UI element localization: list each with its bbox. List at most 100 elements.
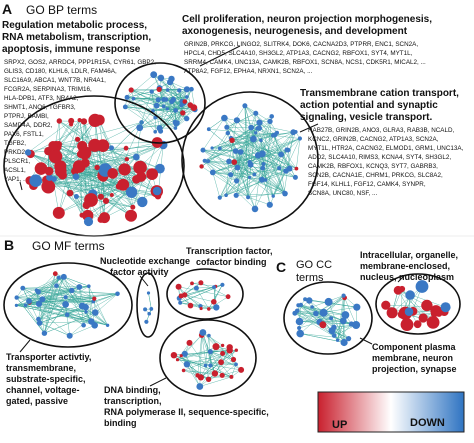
connector-line xyxy=(359,337,373,345)
network-edge xyxy=(36,289,95,299)
network-edge xyxy=(300,333,349,339)
network-edge xyxy=(103,177,105,218)
network-node xyxy=(415,280,429,293)
network-node xyxy=(285,147,291,153)
network-node xyxy=(225,294,231,300)
network-node xyxy=(39,296,46,303)
network-node xyxy=(76,150,85,158)
gene-line: SAMD4A, DDR2, xyxy=(4,122,53,129)
gene-line: PAX6, FSTL1, xyxy=(4,131,44,138)
label-line: projection, synapse xyxy=(372,364,457,374)
network-node xyxy=(206,159,211,164)
network-node xyxy=(153,130,157,134)
network-node xyxy=(63,295,68,300)
network-node xyxy=(341,311,350,319)
gene-line: KCNC2, GRIN2B, CACNG2, ATP1A3, SCN2A, xyxy=(308,136,439,143)
network-node xyxy=(178,300,183,305)
gene-line: ACSL1, xyxy=(4,167,26,174)
network-node xyxy=(426,316,440,329)
network-node xyxy=(225,130,230,136)
network-node xyxy=(182,292,188,298)
gene-line: SRPX2, GOS2, ARRDC4, PPP1R15A, CYR61, GB… xyxy=(4,59,156,66)
network-node xyxy=(242,103,248,109)
network-node xyxy=(206,127,211,132)
gene-line: SHMT1, ANO6, TGFBR3, xyxy=(4,104,76,111)
network-edge xyxy=(244,105,249,198)
network-edge xyxy=(236,193,286,196)
network-edge xyxy=(36,285,57,291)
network-edge xyxy=(38,293,118,320)
network-node xyxy=(339,317,347,325)
network-node xyxy=(295,308,300,314)
network-node xyxy=(341,293,346,298)
network-node xyxy=(52,206,65,219)
network-node xyxy=(51,176,57,182)
network-edge xyxy=(220,350,237,363)
network-node xyxy=(246,195,251,200)
gene-line: FGF14, KLHL1, FGF12, CAMK4, SYNPR, xyxy=(308,181,426,188)
network-node xyxy=(72,173,80,180)
label-line: Component plasma xyxy=(372,342,457,352)
network-node xyxy=(183,86,190,93)
cluster3-gene-list: RAB27B, GRIN2B, ANO3, GLRA3, RAB3B, NCAL… xyxy=(308,127,465,197)
network-node xyxy=(34,288,39,293)
network-node xyxy=(64,312,70,318)
network-node xyxy=(297,326,302,330)
network-edge xyxy=(184,294,214,303)
network-node xyxy=(20,285,26,291)
network-node xyxy=(152,186,162,196)
network-node xyxy=(219,372,225,378)
network-node xyxy=(324,297,333,306)
network-node xyxy=(231,159,238,165)
network-node xyxy=(156,86,162,92)
label-line: transmembrane, xyxy=(6,363,76,373)
network-edge xyxy=(152,102,185,112)
network-node xyxy=(132,153,140,161)
network-node xyxy=(66,189,74,197)
network-node xyxy=(217,195,222,200)
network-edge xyxy=(178,286,202,309)
network-edge xyxy=(225,161,230,196)
gene-line: MYT1L, HTR2A, CACNG2, ELMOD1, GRM1, UNC1… xyxy=(308,145,464,152)
network-edge xyxy=(44,312,96,334)
connector-line xyxy=(19,181,23,191)
network-edge xyxy=(337,295,344,341)
cluster2-title-line: axonogenesis, neurogenesis, and developm… xyxy=(182,26,408,37)
network-node xyxy=(41,330,48,336)
network-edge xyxy=(191,283,216,287)
network-edge xyxy=(235,127,252,196)
network-node xyxy=(182,99,188,104)
mf-label-nucleotide: Nucleotide exchange factor activity xyxy=(100,256,193,277)
network-node xyxy=(218,359,225,366)
gene-line: TGFB2, xyxy=(4,140,26,147)
network-edge xyxy=(39,322,70,336)
network-edge xyxy=(69,325,95,336)
network-node xyxy=(165,107,169,111)
network-node xyxy=(207,307,211,311)
network-node xyxy=(210,146,214,150)
network-node xyxy=(153,115,158,120)
cluster2-title: Cell proliferation, neuron projection mo… xyxy=(182,14,435,37)
network-cluster-nucleotide-exchange xyxy=(143,291,154,324)
network-node xyxy=(88,113,102,127)
network-node xyxy=(52,271,58,277)
network-edge xyxy=(201,335,209,380)
network-node xyxy=(226,344,233,351)
network-edge xyxy=(298,305,335,328)
network-node xyxy=(211,370,219,377)
network-node xyxy=(72,160,86,173)
network-edge xyxy=(323,297,345,313)
network-edge xyxy=(178,286,229,297)
connector-line xyxy=(139,275,149,287)
network-edge xyxy=(249,177,286,194)
network-edge xyxy=(263,135,274,165)
network-node xyxy=(187,302,194,309)
network-node xyxy=(248,175,252,179)
network-edge xyxy=(212,172,237,182)
mf-label-dna-binding: DNA binding, transcription, RNA polymera… xyxy=(104,385,271,428)
cluster2-gene-list: GRIN2B, PRKCG, LINGO2, SLITRK4, DOK6, CA… xyxy=(184,41,428,75)
network-edge xyxy=(330,318,349,339)
network-edge xyxy=(16,277,59,298)
network-edge xyxy=(212,127,260,149)
network-node xyxy=(293,130,298,134)
